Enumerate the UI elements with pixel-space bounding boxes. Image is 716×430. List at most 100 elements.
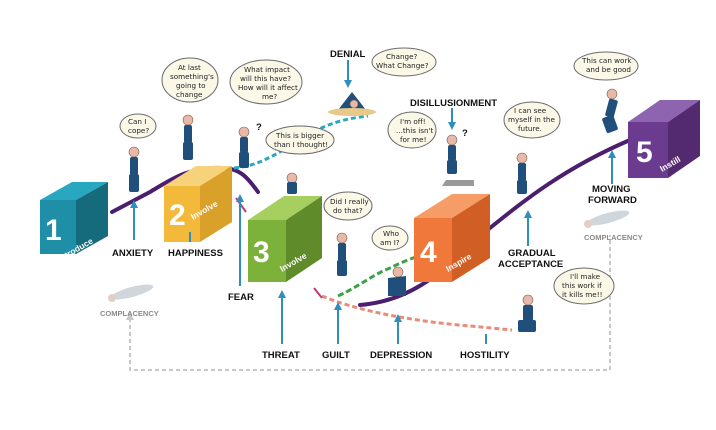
cube-4-front [414,218,452,282]
bubble-what-impact-line-1: What impact [244,65,290,74]
cube-5-side [668,100,700,178]
arrow-threat-head [278,290,286,298]
cube-3-front [248,220,286,282]
cube-2-number: 2 [169,199,186,232]
cube-2-front [164,186,200,242]
label-complacency-right: COMPLACENCY [584,233,643,242]
bubble-can-work: This can work and be good [573,51,639,81]
cube-1-number: 1 [45,214,62,247]
bubble-im-off: I'm off! ...this isn't for me! [387,111,437,149]
arrow-disillusionment [448,108,456,130]
bubble-can-i-cope-shape [119,113,157,139]
bubble-at-last-line-2: something's [170,72,214,81]
arrow-threat [278,290,286,344]
figure-disillusionment-step [442,180,474,186]
bubble-at-last-shape [161,57,219,103]
cube-2-side [200,166,232,242]
bubble-make-work: I'll make this work if it kills me!! [553,267,615,305]
figure-gradual-body [518,163,526,181]
bubble-change-line-2: What Change? [376,61,429,70]
bubble-can-work-line-2: and be good [586,65,631,74]
label-forward: FORWARD [588,195,637,206]
bubble-change-shape [371,47,437,77]
label-hostility: HOSTILITY [460,350,510,361]
label-guilt: GUILT [322,350,350,361]
arrow-anxiety [130,200,138,240]
cube-2-involve: 2 Involve [164,166,232,242]
bubble-what-impact-line-4: me? [262,92,277,101]
bubble-who-am-i-line-2: am I? [380,238,400,247]
arrow-gradual [524,210,532,246]
figure-gradual [516,152,528,194]
arrow-moving-head [608,150,616,158]
bubble-can-i-cope: Can I cope? [119,113,157,139]
bubble-can-work-line-1: This can work [581,56,632,65]
arrow-depression [394,314,402,344]
figure-hostility-legs [518,320,536,332]
figure-happiness-head [182,114,194,126]
figure-disillusionment-head [446,134,458,146]
bubble-im-off-shape [387,111,437,149]
disillusionment-question-mark: ? [462,128,468,139]
figure-complacency-left [108,284,154,302]
hostility-dashed-path [321,294,513,332]
figure-gradual-head [516,152,528,164]
bubble-did-i-line-1: Did I really [330,197,369,206]
label-gradual: GRADUAL [508,248,556,259]
bubble-change: Change? What Change? [371,47,437,77]
figure-moving-forward-body [605,98,618,118]
bubble-can-see-shape [503,101,561,139]
figure-moving-forward [602,88,618,134]
figure-guilt-legs [337,260,347,276]
bubble-can-i-cope-line-1: Can I [128,117,146,126]
bubble-who-am-i-shape [371,225,409,251]
figure-hostility [518,294,536,332]
arrow-gradual-head [524,210,532,218]
label-anxiety: ANXIETY [112,248,154,259]
bubble-make-work-line-2: this work if [562,281,602,290]
figure-gradual-legs [517,180,527,194]
bubble-can-see-line-2: myself in the [508,115,555,124]
figure-bigger-head [286,172,298,184]
cube-4-side [452,194,490,282]
figure-fear-body [240,137,248,153]
bubble-can-see: I can see myself in the future. [503,101,561,139]
cube-5-number: 5 [636,136,653,169]
arrow-denial-head [344,80,352,88]
figure-happiness-body [184,125,192,143]
arrow-disillusionment-head [448,122,456,130]
bubble-did-i-line-2: do that? [333,206,363,215]
cube-5-instill: 5 Instill [628,100,700,178]
figure-anxiety-legs [129,174,139,192]
cube-4-inspire: 4 Inspire [414,194,490,282]
figure-moving-forward-legs [602,114,618,134]
figure-bigger-body [287,182,297,194]
figure-complacency-right-head [584,220,592,228]
arrow-guilt [334,302,342,344]
cube-1-top [40,182,108,200]
cube-3-involve: 3 Involve [248,196,322,282]
cube-5-top [628,100,700,122]
bubble-did-i: Did I really do that? [323,191,373,221]
bubble-who-am-i-line-1: Who [383,229,399,238]
label-happiness: HAPPINESS [168,248,223,259]
bubble-at-last-line-3: going to [176,81,206,90]
figure-anxiety-head [128,146,140,158]
figure-bigger [286,172,298,194]
cube-4-top [414,194,490,218]
bubble-at-last-line-4: change [176,90,203,99]
figure-happiness [182,114,194,160]
arrow-depression-head [394,314,402,322]
figure-hostility-head [522,294,534,306]
cube-2-top [164,166,232,186]
bubble-im-off-line-1: I'm off! [400,117,426,126]
bubble-what-impact-line-2: will this have? [240,74,291,83]
bubble-bigger-line-1: This is bigger [275,131,324,140]
figure-denial [328,92,376,116]
label-threat: THREAT [262,350,300,361]
bubble-at-last-line-1: At last [178,63,201,72]
label-depression: DEPRESSION [370,350,432,361]
return-loop-arrowhead [126,312,134,320]
arrow-denial [344,60,352,88]
label-fear: FEAR [228,292,254,303]
